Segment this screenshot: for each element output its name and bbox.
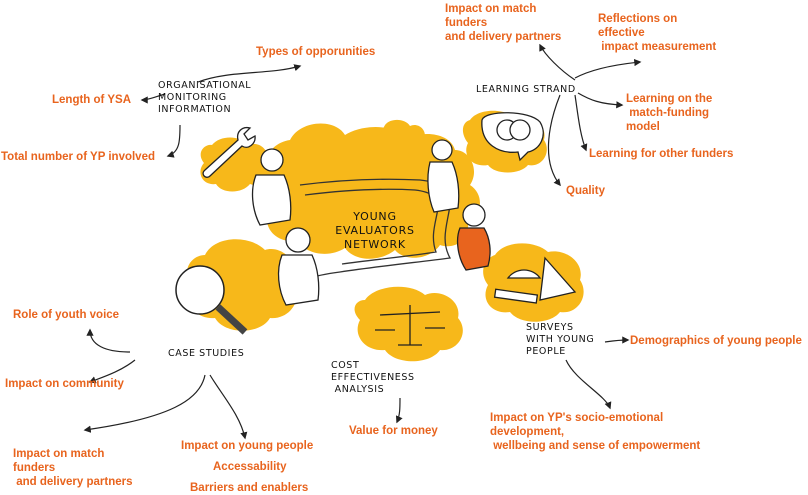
length-of-ysa-label: Length of YSA [52, 93, 131, 107]
socio-emotional-label: Impact on YP's socio-emotional developme… [490, 411, 700, 453]
value-for-money-label: Value for money [349, 424, 438, 438]
accessability-label: Accessability [213, 460, 287, 474]
case-studies-heading: CASE STUDIES [168, 348, 244, 360]
learning-strand-heading: LEARNING STRAND [476, 84, 576, 96]
center-title: YOUNG EVALUATORS NETWORK [330, 210, 420, 252]
barriers-enablers-label: Barriers and enablers [190, 481, 308, 495]
youth-voice-label: Role of youth voice [13, 308, 119, 322]
young-people-impact-label: Impact on young people [181, 439, 313, 453]
organisational-monitoring-heading: ORGANISATIONAL MONITORING INFORMATION [158, 80, 251, 116]
match-funding-learning-label: Learning on the match-funding model [626, 92, 712, 134]
types-of-opportunities-label: Types of opporunities [256, 45, 375, 59]
community-impact-label: Impact on community [5, 377, 124, 391]
reflections-label: Reflections on effective impact measurem… [598, 12, 716, 54]
total-yp-involved-label: Total number of YP involved [1, 150, 155, 164]
impact-match-funders-label: Impact on match funders and delivery par… [445, 2, 561, 44]
quality-label: Quality [566, 184, 605, 198]
case-match-funders-label: Impact on match funders and delivery par… [13, 447, 133, 489]
cost-effectiveness-heading: COST EFFECTIVENESS ANALYSIS [331, 360, 415, 396]
surveys-heading: SURVEYS WITH YOUNG PEOPLE [526, 322, 594, 358]
demographics-label: Demographics of young people [630, 334, 802, 348]
other-funders-label: Learning for other funders [589, 147, 733, 161]
